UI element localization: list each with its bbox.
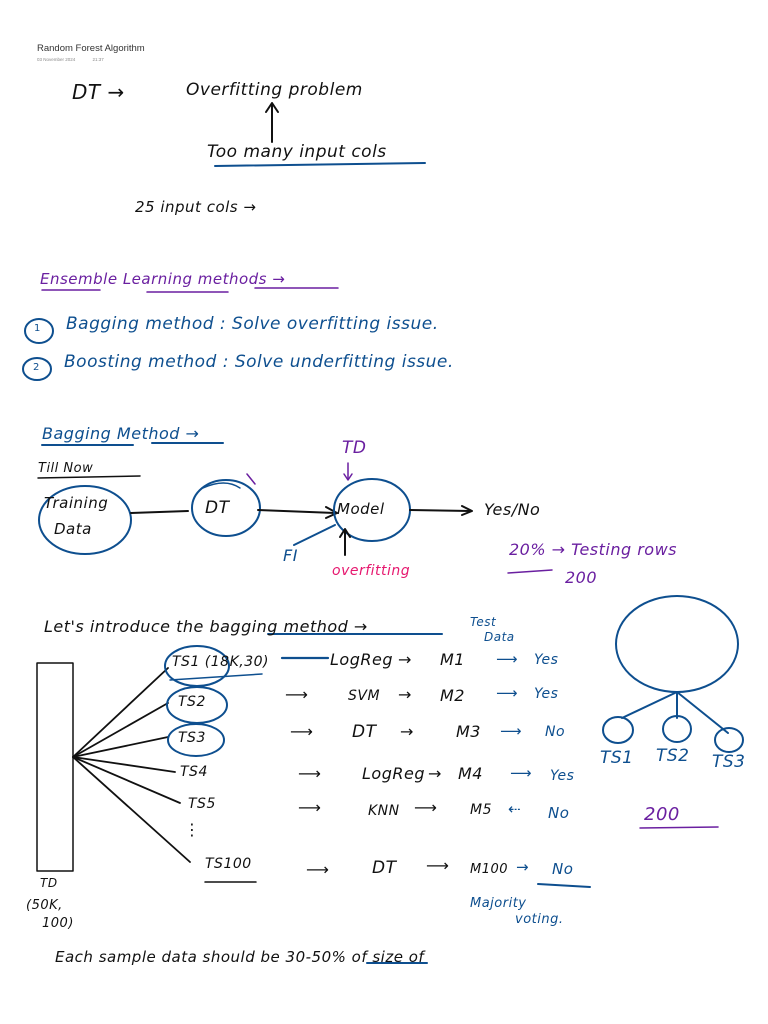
- ensemble-heading: Ensemble Learning methods →: [40, 270, 286, 288]
- footer-note: Each sample data should be 30-50% of siz…: [55, 948, 425, 966]
- td-shape-1: (50K,: [26, 898, 63, 913]
- data-label: Data: [54, 520, 92, 538]
- page-time: 21:37: [92, 57, 104, 62]
- row-1-sample: TS1 (18K,30): [172, 654, 269, 670]
- row-2-sample: TS2: [178, 694, 206, 710]
- arrow: ⟶: [298, 764, 322, 783]
- row-5-result: No: [548, 804, 570, 822]
- num-1: 1: [34, 323, 41, 334]
- row-5-model: M5: [470, 802, 492, 818]
- row-1-result: Yes: [534, 652, 559, 668]
- num-2: 2: [33, 362, 40, 373]
- row-3-sample: TS3: [178, 730, 206, 746]
- row-4-model: M4: [458, 764, 483, 783]
- row-3-model: M3: [456, 722, 481, 741]
- arrow: ⟶: [496, 650, 519, 668]
- data-label-2: Data: [484, 630, 515, 644]
- bagging-heading: Bagging Method →: [42, 424, 200, 443]
- ensemble-item-2: Boosting method : Solve underfitting iss…: [64, 352, 454, 372]
- arrow: ⟶: [414, 798, 438, 817]
- training-data-circle: [38, 485, 132, 555]
- underline: [214, 162, 426, 167]
- row-5-algo: KNN: [368, 803, 400, 819]
- row-4-algo: LogReg: [362, 764, 425, 783]
- row-2-algo: SVM: [348, 688, 381, 704]
- row-1-algo: LogReg: [330, 650, 393, 669]
- row-2-result: Yes: [534, 686, 559, 702]
- till-now-label: Till Now: [38, 461, 94, 476]
- row-1-model: M1: [440, 650, 465, 669]
- arrow: ⟶: [290, 722, 314, 741]
- arrow: ⟶: [298, 798, 322, 817]
- output-label: Yes/No: [484, 500, 541, 519]
- arrow: →: [398, 685, 412, 704]
- ensemble-item-1: Bagging method : Solve overfitting issue…: [66, 314, 439, 334]
- ellipsis: ⋮: [184, 820, 201, 839]
- page-title: Random Forest Algorithm: [37, 43, 145, 54]
- cause-label: Too many input cols: [207, 142, 387, 162]
- row-6-algo: DT: [372, 858, 397, 878]
- td-bar-label: TD: [40, 876, 58, 890]
- td-shape-2: 100): [42, 916, 74, 931]
- voting-label: voting.: [515, 912, 564, 927]
- arrow: →: [398, 650, 412, 669]
- arrow: →: [400, 722, 414, 741]
- page-date: 03 November 2024: [37, 57, 76, 62]
- arrow: ⇠: [508, 800, 522, 818]
- arrow: →: [516, 858, 530, 876]
- arrow: ⟶: [426, 856, 450, 875]
- number-circle-2-icon: [22, 357, 52, 381]
- training-label: Training: [44, 494, 109, 512]
- row-5-sample: TS5: [188, 796, 216, 812]
- tree-leaf-1: TS1: [600, 748, 634, 768]
- dt-node-label: DT: [205, 498, 230, 518]
- arrow: →: [428, 764, 442, 783]
- testing-note: 20% → Testing rows: [509, 540, 678, 559]
- overfitting-label: overfitting: [332, 563, 411, 579]
- example-label: 25 input cols →: [135, 198, 257, 216]
- fi-label: FI: [283, 546, 298, 565]
- td-label: TD: [342, 438, 367, 458]
- row-3-algo: DT: [352, 722, 377, 742]
- row-6-model: M100: [470, 862, 509, 877]
- row-4-sample: TS4: [180, 764, 208, 780]
- training-data-bar: [36, 662, 74, 872]
- tree-root-circle: [615, 595, 739, 693]
- row-3-result: No: [545, 724, 566, 740]
- dt-label: DT →: [72, 80, 125, 104]
- test-label: Test: [470, 615, 497, 629]
- row-2-model: M2: [440, 686, 465, 705]
- tree-leaf-3: TS3: [712, 752, 746, 772]
- testing-count: 200: [565, 568, 598, 587]
- arrow: ⟶: [285, 685, 309, 704]
- number-circle-1-icon: [24, 318, 54, 344]
- tree-leaf-2: TS2: [656, 746, 690, 766]
- row-4-result: Yes: [550, 768, 575, 784]
- tree-count: 200: [644, 804, 680, 825]
- bagging-intro-text: Let's introduce the bagging method →: [44, 617, 368, 636]
- arrow: ⟶: [510, 764, 533, 782]
- problem-label: Overfitting problem: [186, 80, 363, 100]
- arrow: ⟶: [306, 860, 330, 879]
- row-6-sample: TS100: [205, 856, 252, 872]
- arrow: ⟶: [496, 684, 519, 702]
- arrow: ⟶: [500, 722, 523, 740]
- dt-circle: [191, 479, 261, 537]
- page-meta: 03 November 2024 21:37: [37, 57, 120, 62]
- model-label: Model: [337, 500, 385, 518]
- row-6-result: No: [552, 860, 574, 878]
- majority-label: Majority: [470, 896, 527, 911]
